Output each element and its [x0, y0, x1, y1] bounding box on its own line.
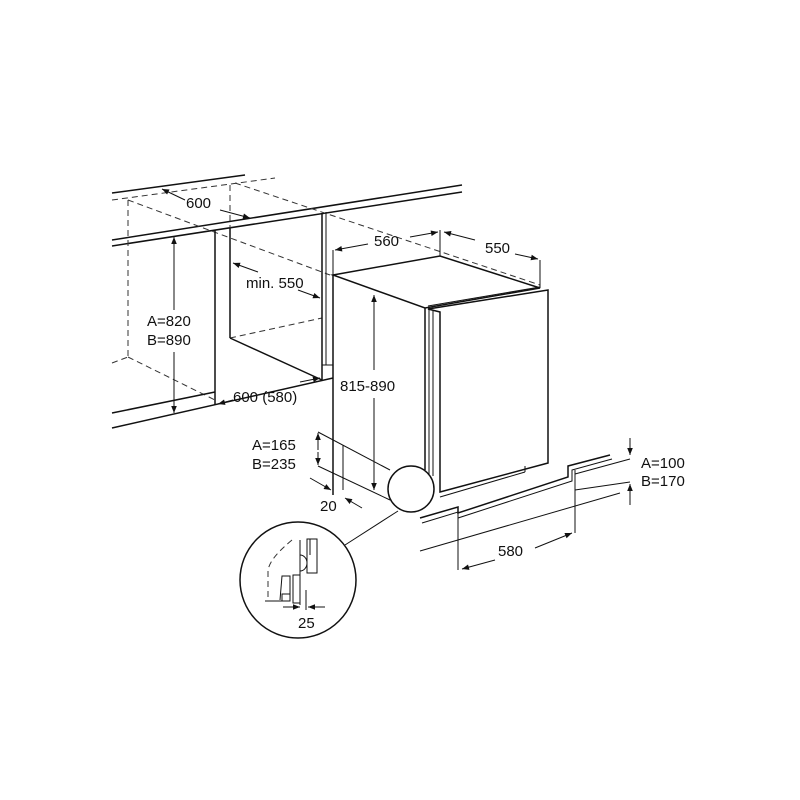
label-niche-height-b: B=890	[147, 332, 191, 349]
label-plinth-gap-a: A=100	[641, 455, 685, 472]
label-appliance-width: 560	[374, 233, 399, 250]
detail-leader-line	[344, 510, 399, 546]
label-plinth-height-b: B=235	[252, 456, 296, 473]
dimension-lines	[161, 188, 633, 570]
label-appliance-depth: 550	[485, 240, 510, 257]
hinge-detail	[239, 521, 357, 639]
label-plinth-height-a: A=165	[252, 437, 296, 454]
worktop	[111, 174, 463, 247]
plinth	[419, 454, 631, 570]
label-niche-width-top: 600	[186, 195, 211, 212]
appliance	[317, 255, 549, 501]
label-plinth-gap-b: B=170	[641, 473, 685, 490]
cabinet-walls	[111, 212, 334, 429]
label-niche-depth-min: min. 550	[246, 275, 304, 292]
label-plinth-offset: 20	[320, 498, 337, 515]
label-plinth-depth: 580	[498, 543, 523, 560]
label-niche-height-a: A=820	[147, 313, 191, 330]
label-niche-width-bottom: 600 (580)	[233, 389, 297, 406]
label-detail-gap: 25	[298, 615, 315, 632]
detail-marker-circle	[387, 465, 435, 513]
niche-dashed-outline	[111, 177, 541, 401]
label-appliance-height: 815-890	[340, 378, 395, 395]
